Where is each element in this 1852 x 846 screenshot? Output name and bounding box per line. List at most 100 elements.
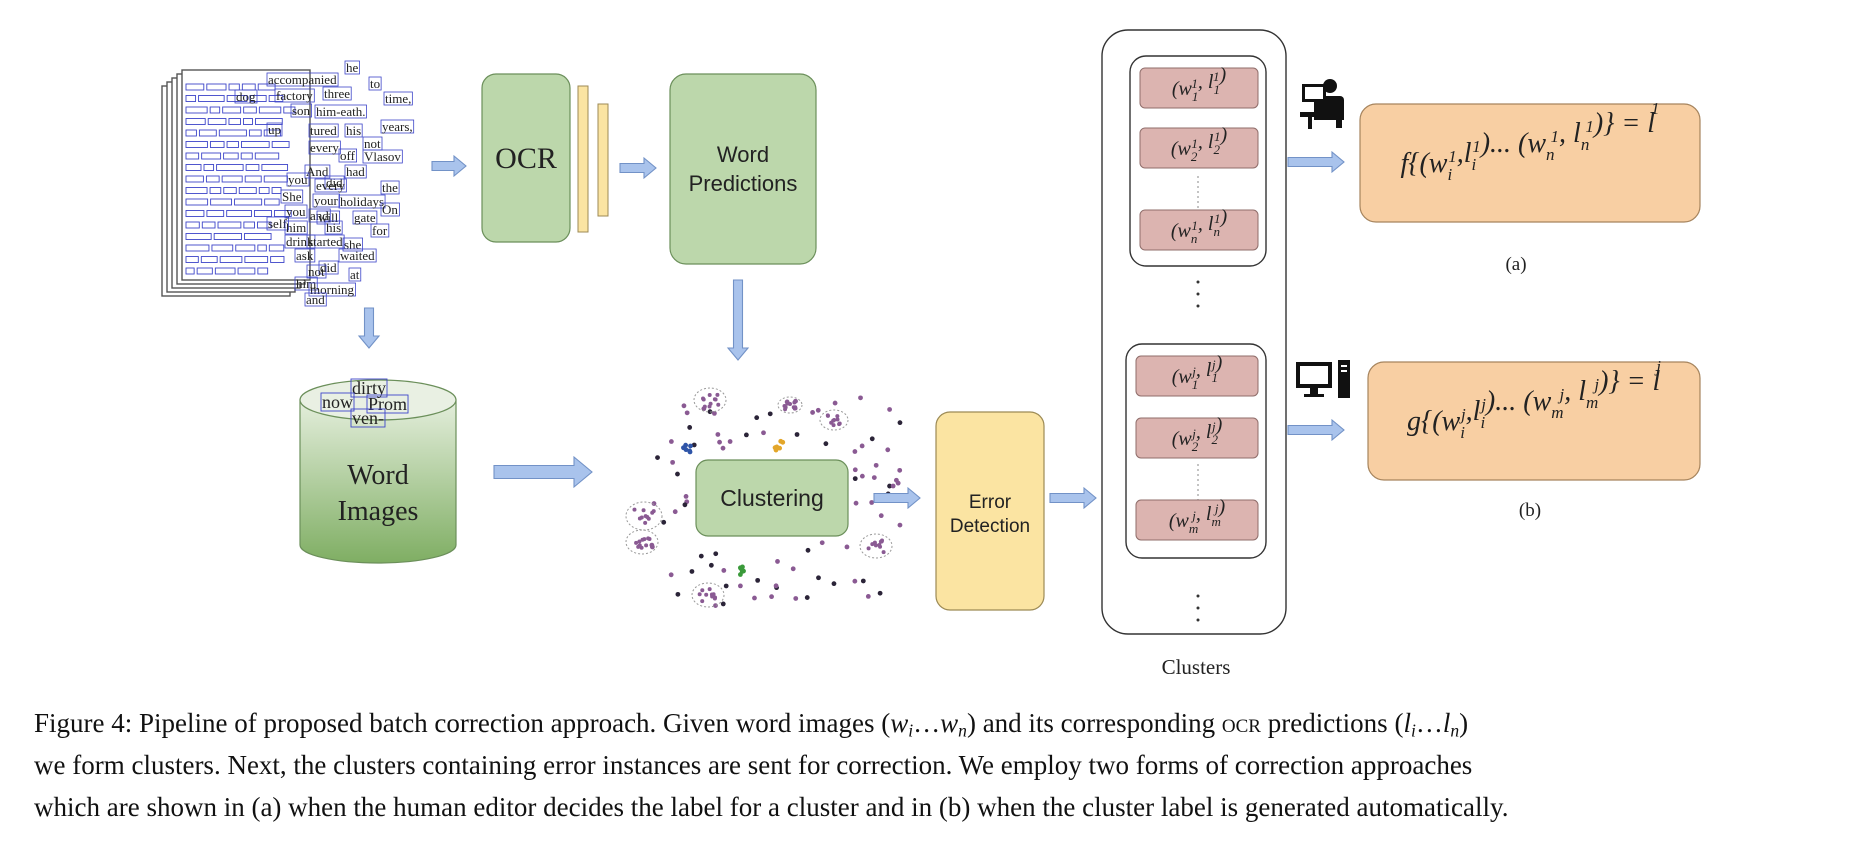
scatter-point xyxy=(723,583,729,589)
scatter-point xyxy=(716,402,721,407)
scatter-point xyxy=(697,592,702,597)
figure-caption: Figure 4: Pipeline of proposed batch cor… xyxy=(34,702,1824,828)
scatter-point xyxy=(701,396,706,401)
scatter-point xyxy=(708,562,714,568)
document-word: at xyxy=(350,267,360,282)
document-word-box xyxy=(318,260,339,275)
arrow-doc-to-ocr xyxy=(431,154,467,178)
scatter-point xyxy=(831,581,837,587)
document-word-box xyxy=(308,123,339,138)
cluster-outline xyxy=(819,409,849,431)
document-word-box xyxy=(338,248,377,263)
svg-text:(w2j, l2j): (w2j, l2j) xyxy=(1172,414,1223,454)
scatter-point xyxy=(634,540,639,545)
scatter-point xyxy=(687,448,693,454)
document-word-box xyxy=(383,91,413,106)
ellipsis-between-groups xyxy=(1196,280,1200,308)
scatter-point xyxy=(887,407,893,412)
scatter-point xyxy=(897,420,903,426)
scatter-point xyxy=(853,500,859,506)
ocr-label: OCR xyxy=(495,142,557,175)
document-word: factory xyxy=(276,88,313,103)
scatter-point xyxy=(835,414,840,419)
scatter-point xyxy=(700,599,705,604)
caption-text: and its corresponding xyxy=(975,708,1222,738)
scatter-point xyxy=(689,569,695,574)
scatter-point xyxy=(844,544,850,550)
document-word-box xyxy=(290,103,312,118)
scatter-point xyxy=(878,544,883,549)
cluster-outline xyxy=(693,387,727,413)
scatter-point xyxy=(712,410,717,416)
document-word: to xyxy=(370,76,380,91)
document-word: had xyxy=(346,164,365,179)
document-word-box xyxy=(286,172,310,187)
document-word: son xyxy=(292,103,311,118)
scatter-point xyxy=(769,594,774,600)
scatter-point xyxy=(672,509,678,515)
scatter-point xyxy=(643,520,648,525)
scatter-point xyxy=(713,397,718,402)
scatter-point xyxy=(715,432,721,437)
scatter-point xyxy=(698,553,704,559)
scatter-point xyxy=(683,447,689,453)
scatter-point xyxy=(869,436,875,442)
scatter-point xyxy=(832,417,837,422)
error-detection-label-1: Error xyxy=(969,492,1012,513)
cluster-pair: (w11, l11) xyxy=(1139,64,1259,109)
scatter-point xyxy=(878,513,884,519)
scatter-point xyxy=(681,403,687,409)
cluster-outline xyxy=(777,396,803,414)
document-word: ask xyxy=(296,248,314,263)
document-word-box xyxy=(304,292,327,307)
document-word: tured xyxy=(310,123,337,138)
document-word-box xyxy=(266,216,289,231)
document-word: self xyxy=(268,216,287,231)
document-word: did xyxy=(320,260,337,275)
scatter-point xyxy=(720,601,726,607)
arrow-ocr-to-predictions xyxy=(619,156,657,180)
scatter-point xyxy=(754,415,760,421)
scatter-point xyxy=(668,439,674,444)
document-word-box xyxy=(368,76,382,91)
scatter-point xyxy=(651,501,657,506)
arrow-error-detection-to-clusters xyxy=(1049,486,1097,510)
scatter-point xyxy=(675,591,681,597)
ocr-layer-bar-2 xyxy=(597,103,609,217)
document-word-box xyxy=(312,193,340,208)
scatter-point xyxy=(727,439,733,444)
scatter-point xyxy=(777,445,783,451)
scatter-point xyxy=(702,404,707,409)
scatter-point xyxy=(823,441,829,447)
document-word-box xyxy=(314,178,347,193)
scatter-point xyxy=(683,442,689,448)
clustering-label: Clustering xyxy=(720,485,824,511)
scatter-point xyxy=(687,425,693,430)
scatter-point xyxy=(707,404,712,409)
document-word: you xyxy=(286,204,306,219)
scatter-point xyxy=(873,462,879,468)
scatter-point xyxy=(805,547,811,553)
document-word: gate xyxy=(354,210,376,225)
scatter-point xyxy=(852,578,858,584)
scatter-point xyxy=(837,421,842,426)
scatter-point xyxy=(858,395,863,401)
word-image-sample: dirty xyxy=(352,378,386,398)
word-image-sample: ven- xyxy=(352,408,384,428)
clusters-container: (w11, l11)(w21, l21)(wn1, ln1) (w1j, l1j… xyxy=(1101,29,1287,679)
document-word-box xyxy=(284,220,308,235)
scatter-point xyxy=(640,537,645,542)
cluster-outline xyxy=(625,501,663,531)
arrow-word-images-to-clustering xyxy=(493,455,593,489)
cluster-outline xyxy=(691,582,725,608)
scatter-point xyxy=(897,467,903,473)
document-word: And xyxy=(306,164,329,179)
scatter-point xyxy=(835,417,840,422)
scatter-point xyxy=(713,551,719,557)
document-word-box xyxy=(338,194,386,209)
document-word: his xyxy=(326,220,341,235)
document-word-box xyxy=(362,149,403,164)
document-word-box xyxy=(274,88,315,103)
document-word: accompanied xyxy=(268,72,337,87)
